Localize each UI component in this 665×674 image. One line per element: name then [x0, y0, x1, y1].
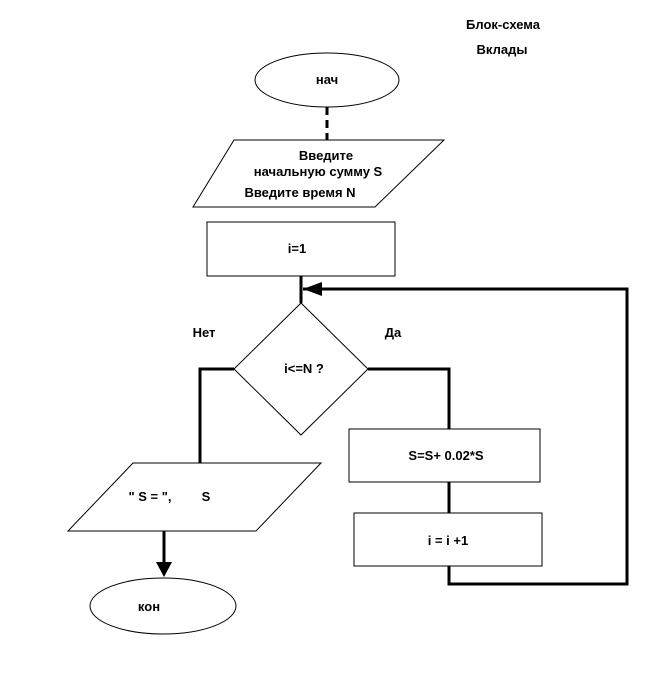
output-block: [66, 462, 323, 532]
loop-back-connector: [303, 287, 629, 586]
increment-label: i = i +1: [428, 533, 468, 548]
no-branch-label: Нет: [193, 325, 216, 340]
end-terminal: [89, 577, 237, 635]
calc-label: S=S+ 0.02*S: [408, 448, 483, 463]
diagram-subtitle: Вклады: [477, 42, 528, 57]
input-block: [192, 139, 446, 208]
yes-branch-connector: [368, 367, 451, 429]
start-label: нач: [316, 72, 338, 87]
output-string: " S = ",: [128, 489, 171, 504]
end-arrowhead: [156, 562, 172, 577]
input-line-1: Введите: [299, 148, 353, 163]
decision-block: [233, 302, 369, 436]
input-line-2: начальную сумму S: [254, 164, 383, 179]
init-block: [206, 221, 396, 277]
diagram-title: Блок-схема: [466, 17, 541, 32]
loop-arrowhead: [303, 282, 322, 296]
no-branch-connector: [198, 367, 234, 463]
calc-block: [348, 428, 541, 483]
input-line-3: Введите время N: [244, 185, 355, 200]
yes-branch-label: Да: [385, 325, 402, 340]
end-label: кон: [138, 599, 160, 614]
decision-condition: i<=N ?: [284, 361, 324, 376]
init-label: i=1: [288, 241, 306, 256]
increment-block: [353, 512, 543, 567]
output-variable: S: [202, 489, 211, 504]
